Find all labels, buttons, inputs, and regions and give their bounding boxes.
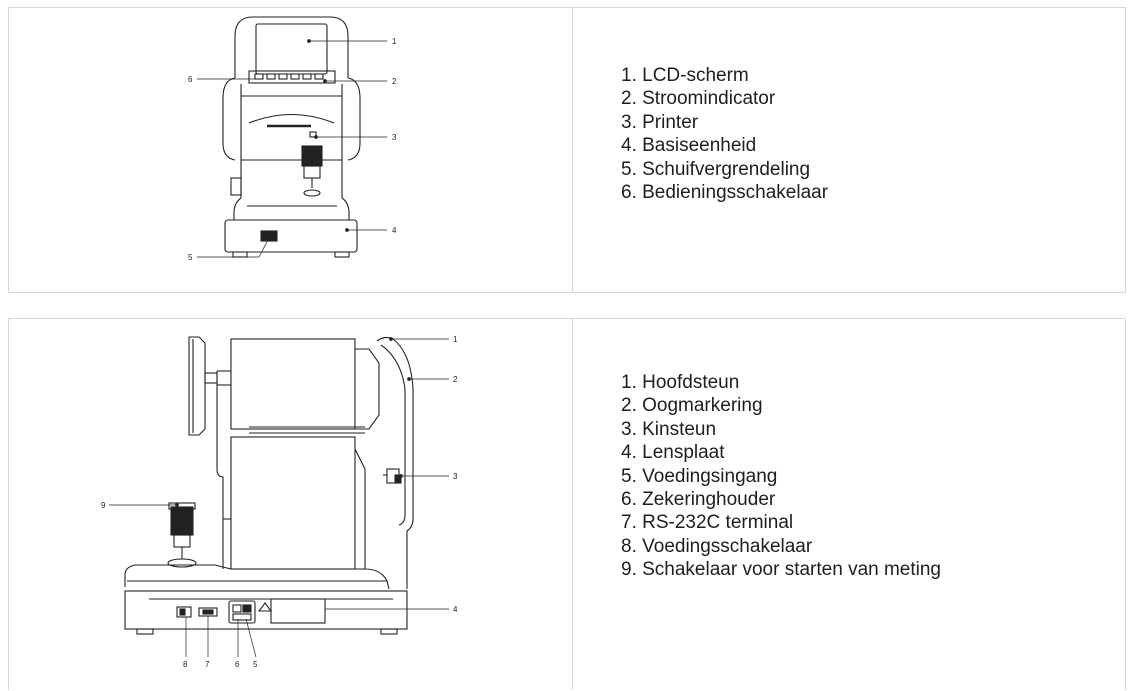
callout-1: 1	[453, 335, 458, 344]
monitor-side	[188, 336, 206, 436]
side-view-figure: 1 2 3 4 5 6 7 8 9	[9, 319, 573, 690]
list-item: 7. RS-232C terminal	[621, 512, 794, 534]
chin-rest	[383, 468, 402, 484]
list-item: 9. Schakelaar voor starten van meting	[621, 559, 942, 581]
callout-8: 8	[183, 660, 188, 669]
callout-5: 5	[253, 660, 258, 669]
base-unit	[124, 590, 408, 630]
list-item: 6. Zekeringhouder	[621, 489, 776, 511]
base-unit	[224, 219, 358, 253]
callout-2: 2	[453, 375, 458, 384]
front-view-panel: 1 2 3 4 5 6 1. LCD-scherm 2. Stroomindic…	[8, 7, 1126, 293]
callout-4: 4	[453, 605, 458, 614]
list-item: 3. Printer	[621, 111, 699, 133]
right-wing	[347, 77, 361, 161]
joystick	[301, 145, 323, 197]
side-view-legend: 1. Hoofdsteun 2. Oogmarkering 3. Kinsteu…	[573, 319, 1125, 690]
callout-5: 5	[188, 253, 193, 262]
side-view-panel: 1 2 3 4 5 6 7 8 9 1. Hoofdsteun 2. Oogma…	[8, 318, 1126, 690]
rear-connectors	[176, 600, 273, 624]
callout-3: 3	[453, 472, 458, 481]
side-view-drawing: 1 2 3 4 5 6 7 8 9	[101, 335, 458, 669]
list-item: 5. Voedingsingang	[621, 465, 778, 487]
callout-2: 2	[392, 77, 397, 86]
callout-6: 6	[188, 75, 193, 84]
list-item: 4. Basiseenheid	[621, 135, 757, 157]
left-wing	[222, 77, 236, 161]
callout-1: 1	[392, 37, 397, 46]
side-knob	[230, 177, 242, 196]
base-platform	[124, 564, 390, 590]
body-column	[216, 371, 224, 569]
front-view-legend: 1. LCD-scherm 2. Stroomindicator 3. Prin…	[573, 8, 1125, 292]
list-item: 5. Schuifvergrendeling	[621, 158, 811, 180]
lower-body	[233, 197, 350, 221]
front-view-drawing: 1 2 3 4 5 6	[188, 16, 397, 262]
callout-3: 3	[392, 133, 397, 142]
body-lower	[230, 436, 356, 570]
headrest-frame	[376, 336, 414, 589]
joystick	[167, 502, 197, 568]
front-view-figure: 1 2 3 4 5 6	[9, 8, 573, 292]
callout-7: 7	[205, 660, 210, 669]
base-foot-right	[334, 251, 350, 258]
list-item: 2. Oogmarkering	[621, 395, 763, 417]
lcd-screen	[255, 23, 328, 75]
lens-plate	[270, 598, 326, 624]
callout-9: 9	[101, 501, 106, 510]
upper-housing	[234, 16, 349, 78]
list-item: 8. Voedingsschakelaar	[621, 535, 813, 557]
list-item: 1. LCD-scherm	[621, 65, 749, 86]
control-strip	[248, 70, 336, 84]
front-parts-list: 1. LCD-scherm 2. Stroomindicator 3. Prin…	[621, 64, 828, 204]
callout-leaders	[109, 337, 449, 658]
middle-column	[240, 84, 343, 198]
callout-leaders	[197, 39, 387, 258]
side-parts-list: 1. Hoofdsteun 2. Oogmarkering 3. Kinsteu…	[621, 371, 941, 582]
list-item: 6. Bedieningsschakelaar	[621, 182, 829, 204]
printer-slot	[309, 131, 317, 138]
printer-opening	[248, 113, 335, 124]
head-unit	[230, 338, 356, 430]
callout-4: 4	[392, 226, 397, 235]
list-item: 4. Lensplaat	[621, 442, 725, 464]
list-item: 2. Stroomindicator	[621, 88, 776, 110]
control-buttons	[254, 73, 324, 80]
list-item: 3. Kinsteun	[621, 418, 717, 440]
list-item: 1. Hoofdsteun	[621, 372, 740, 393]
base-foot-left	[232, 251, 248, 258]
callout-6: 6	[235, 660, 240, 669]
slide-lock	[260, 230, 278, 242]
monitor-arm	[204, 372, 218, 384]
